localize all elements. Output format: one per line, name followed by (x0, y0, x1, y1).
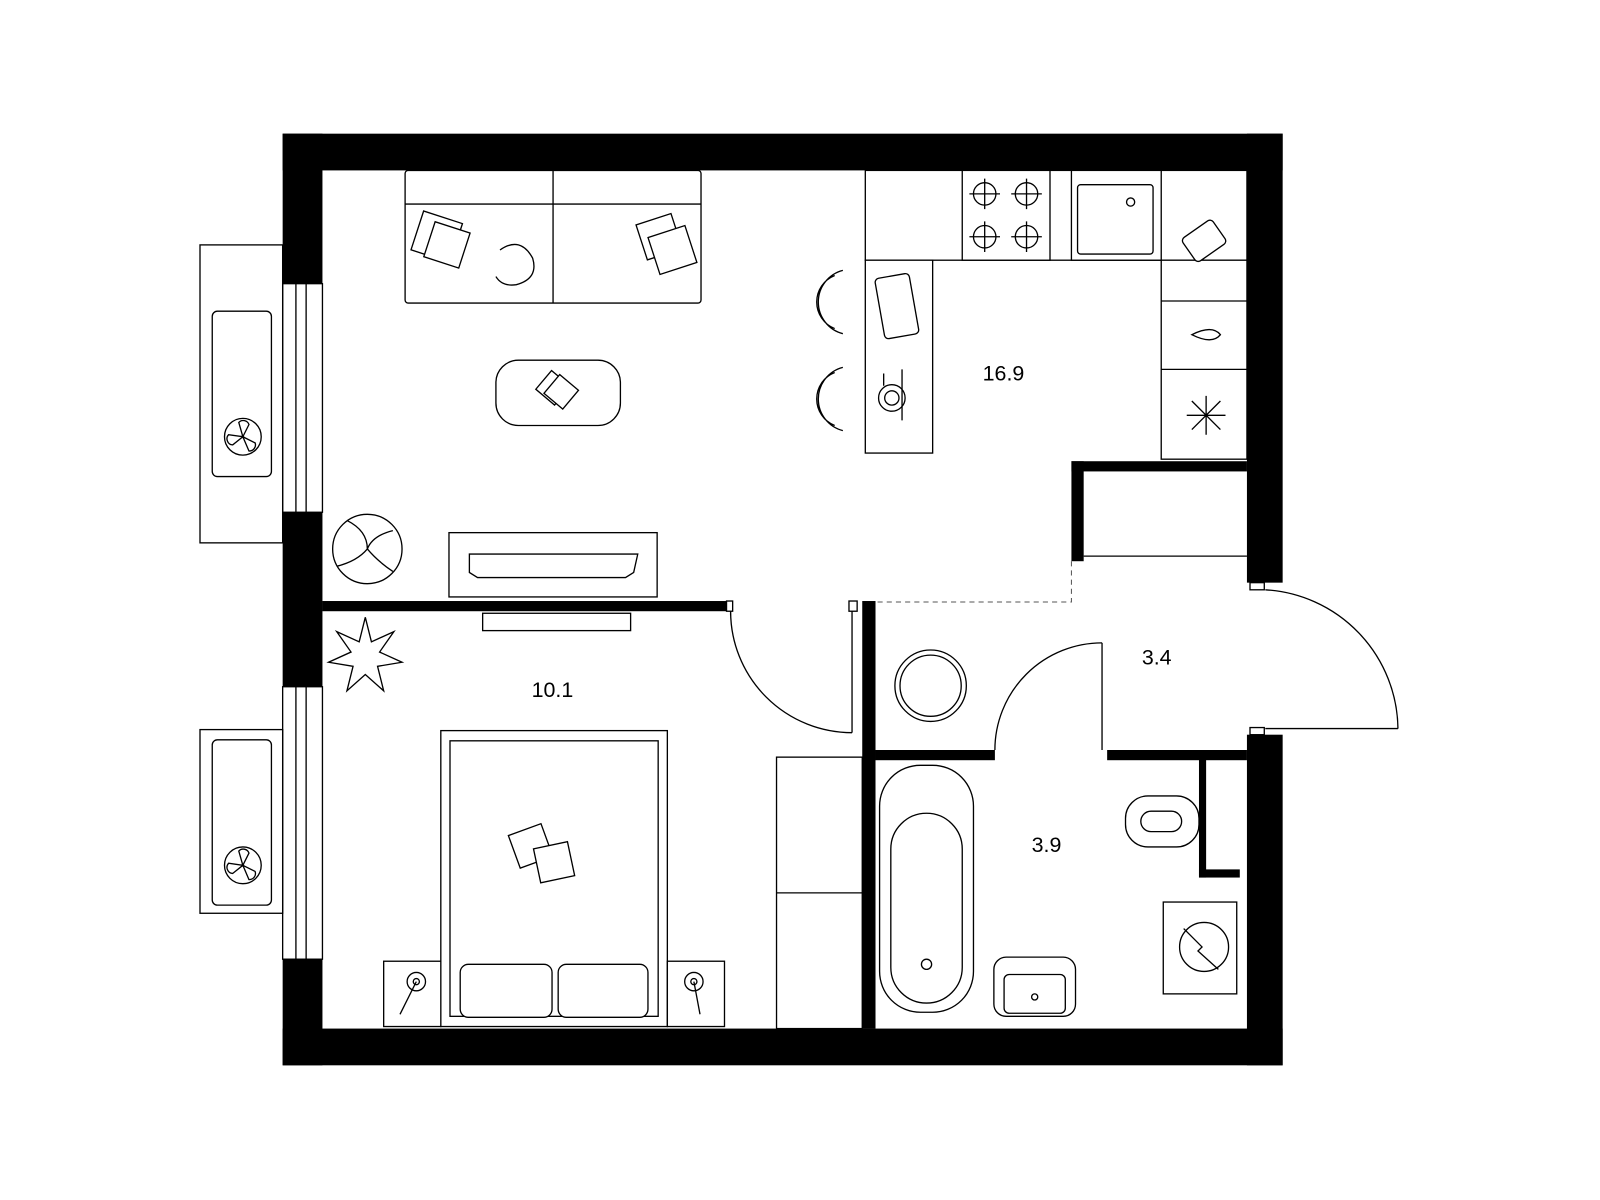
tv (481, 612, 632, 632)
plant-icon (331, 513, 403, 585)
bed (440, 729, 669, 1028)
walls (282, 133, 1283, 1066)
water-drop-icon (1190, 328, 1222, 341)
round-mat (894, 649, 967, 723)
dining-table (816, 259, 934, 454)
nightstand-right (666, 960, 726, 1028)
zone-boundary (877, 561, 1072, 603)
sofa (404, 169, 702, 304)
fan-icon (223, 846, 262, 885)
wardrobe (775, 756, 863, 1030)
snowflake-icon (1186, 395, 1226, 435)
toilet (1124, 795, 1200, 848)
area-label-bedroom: 10.1 (532, 678, 574, 702)
cat-icon (495, 243, 535, 286)
nightstand-left (383, 960, 442, 1028)
cutting-board-icon (1181, 219, 1227, 263)
washbasin (993, 956, 1077, 1017)
area-label-bathroom: 3.9 (1032, 833, 1062, 857)
window-bottom-left (199, 686, 324, 960)
stove-icon (969, 178, 1042, 253)
chair (816, 269, 844, 335)
window-top-left (199, 244, 324, 544)
fan-icon (223, 417, 262, 456)
tv-stand (448, 531, 658, 598)
sink-icon (1076, 184, 1154, 255)
washing-machine (1162, 901, 1238, 995)
area-label-living-kitchen: 16.9 (983, 362, 1025, 386)
coffee-table (495, 359, 622, 427)
area-label-hallway: 3.4 (1142, 645, 1172, 669)
chair (816, 366, 844, 432)
plant-icon (326, 617, 405, 693)
kitchen-counter (864, 169, 1248, 460)
doors (725, 581, 1399, 751)
bathtub (878, 764, 975, 1013)
